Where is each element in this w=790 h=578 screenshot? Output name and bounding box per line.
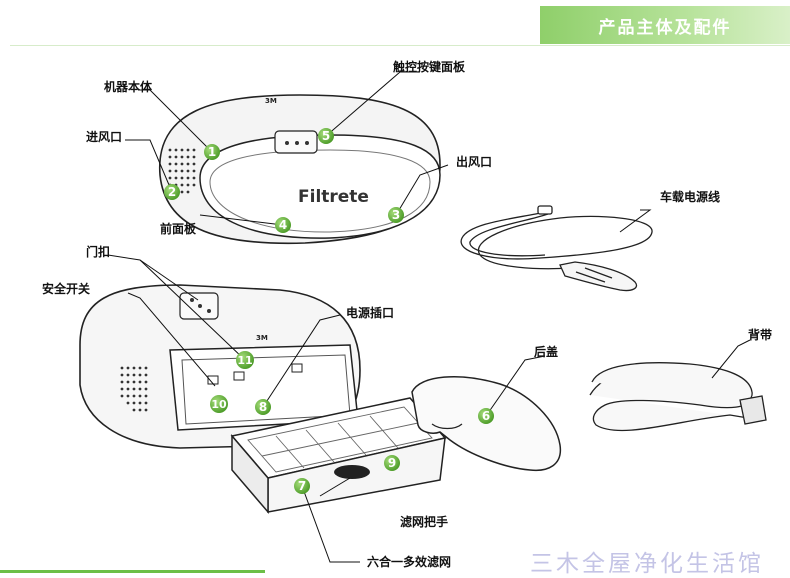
svg-text:3: 3 bbox=[392, 208, 400, 222]
marker-9: 9 bbox=[384, 455, 400, 471]
maker-mark-2: 3M bbox=[256, 334, 268, 342]
marker-6: 6 bbox=[478, 408, 494, 424]
svg-text:7: 7 bbox=[298, 479, 306, 493]
svg-text:6: 6 bbox=[482, 409, 490, 423]
label-safety-switch: 安全开关 bbox=[42, 282, 91, 296]
filter-box bbox=[230, 397, 447, 515]
label-car-power-cord: 车载电源线 bbox=[660, 190, 721, 204]
label-main-body: 机器本体 bbox=[104, 80, 153, 94]
main-unit: 3M Filtrete bbox=[159, 94, 441, 245]
svg-text:2: 2 bbox=[168, 185, 176, 199]
brand-logo: Filtrete bbox=[298, 187, 369, 207]
strap bbox=[589, 362, 767, 432]
section-header: 产品主体及配件 bbox=[540, 6, 790, 44]
label-air-outlet: 出风口 bbox=[456, 155, 493, 169]
label-power-socket: 电源插口 bbox=[346, 306, 395, 320]
marker-2: 2 bbox=[164, 184, 180, 200]
marker-5: 5 bbox=[318, 128, 334, 144]
leader-lines bbox=[107, 71, 751, 563]
open-unit: 3M bbox=[79, 284, 361, 449]
label-filter: 六合一多效滤网 bbox=[367, 555, 452, 569]
label-back-cover: 后盖 bbox=[534, 345, 559, 359]
markers: 1 2 3 4 5 6 7 8 9 10 11 bbox=[164, 128, 494, 494]
header-divider bbox=[10, 45, 790, 46]
label-touch-panel: 触控按键面板 bbox=[393, 60, 466, 74]
label-door-latch: 门扣 bbox=[86, 245, 111, 259]
section-title: 产品主体及配件 bbox=[598, 17, 732, 38]
marker-3: 3 bbox=[388, 207, 404, 223]
marker-11: 11 bbox=[236, 351, 254, 369]
air-inlet-grille bbox=[168, 148, 196, 194]
svg-text:9: 9 bbox=[388, 456, 396, 470]
svg-text:11: 11 bbox=[237, 354, 252, 367]
marker-8: 8 bbox=[255, 399, 271, 415]
svg-text:4: 4 bbox=[279, 218, 287, 232]
label-air-inlet: 进风口 bbox=[86, 130, 123, 144]
label-front-panel: 前面板 bbox=[160, 222, 197, 236]
footer-accent-bar bbox=[0, 570, 265, 573]
svg-text:8: 8 bbox=[259, 400, 267, 414]
svg-text:5: 5 bbox=[322, 129, 330, 143]
maker-mark: 3M bbox=[265, 97, 277, 105]
marker-10: 10 bbox=[210, 395, 228, 413]
marker-4: 4 bbox=[275, 217, 291, 233]
label-strap: 背带 bbox=[748, 328, 773, 342]
marker-7: 7 bbox=[294, 478, 310, 494]
svg-text:10: 10 bbox=[211, 398, 227, 411]
side-grille bbox=[120, 366, 148, 412]
svg-text:1: 1 bbox=[208, 145, 216, 159]
car-power-cord bbox=[460, 205, 653, 292]
marker-1: 1 bbox=[204, 144, 220, 160]
label-filter-handle: 滤网把手 bbox=[400, 515, 449, 529]
